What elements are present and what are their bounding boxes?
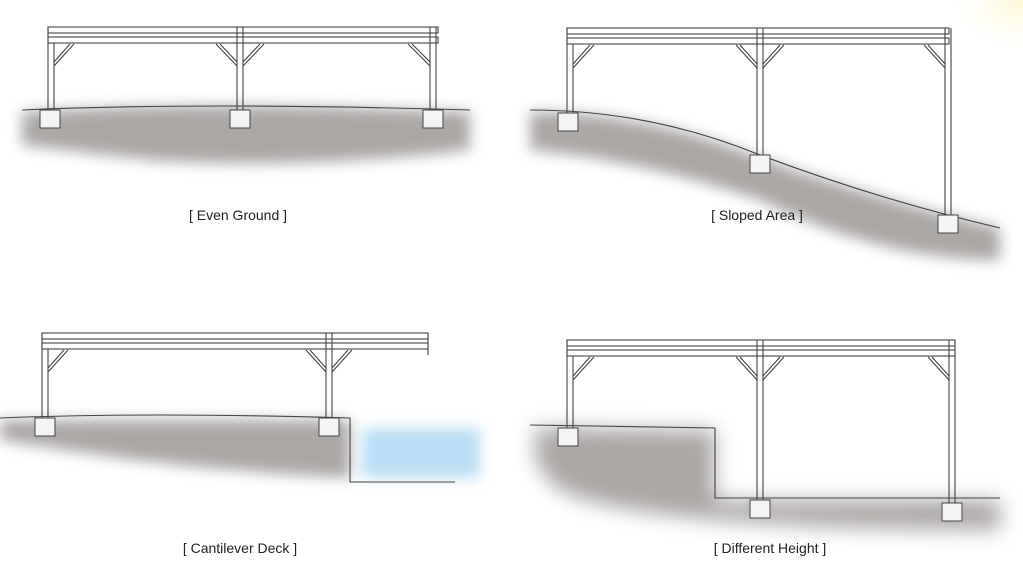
deck-frame — [47, 26, 439, 110]
footing — [937, 214, 959, 234]
label-different-height: [ Different Height ] — [714, 540, 827, 556]
footing — [34, 417, 56, 437]
sun-glow — [940, 0, 1023, 60]
ground-shading — [530, 112, 1000, 260]
footing — [318, 417, 340, 437]
ground-shading — [535, 428, 1000, 530]
footing — [557, 112, 579, 132]
panel-cantilever-deck: [ Cantilever Deck ] — [0, 332, 480, 556]
label-even-ground: [ Even Ground ] — [189, 207, 287, 223]
footing — [557, 427, 579, 447]
panel-different-height: [ Different Height ] — [529, 339, 1000, 556]
ground-line — [21, 105, 471, 111]
footing — [941, 502, 963, 522]
label-cantilever-deck: [ Cantilever Deck ] — [183, 540, 297, 556]
panel-sloped-area: [ Sloped Area ] — [529, 27, 1001, 260]
deck-frame — [41, 332, 429, 418]
panel-even-ground: [ Even Ground ] — [21, 26, 471, 223]
footing — [39, 109, 61, 129]
ground-line — [529, 424, 1000, 499]
deck-frame — [566, 339, 956, 503]
footing — [749, 499, 771, 519]
label-sloped-area: [ Sloped Area ] — [711, 207, 803, 223]
footing — [422, 109, 444, 129]
ground-shading — [0, 420, 350, 478]
footing — [229, 109, 251, 129]
water — [362, 428, 480, 478]
footing — [749, 154, 771, 174]
ground-shading — [22, 106, 470, 164]
deck-frame — [566, 27, 952, 215]
